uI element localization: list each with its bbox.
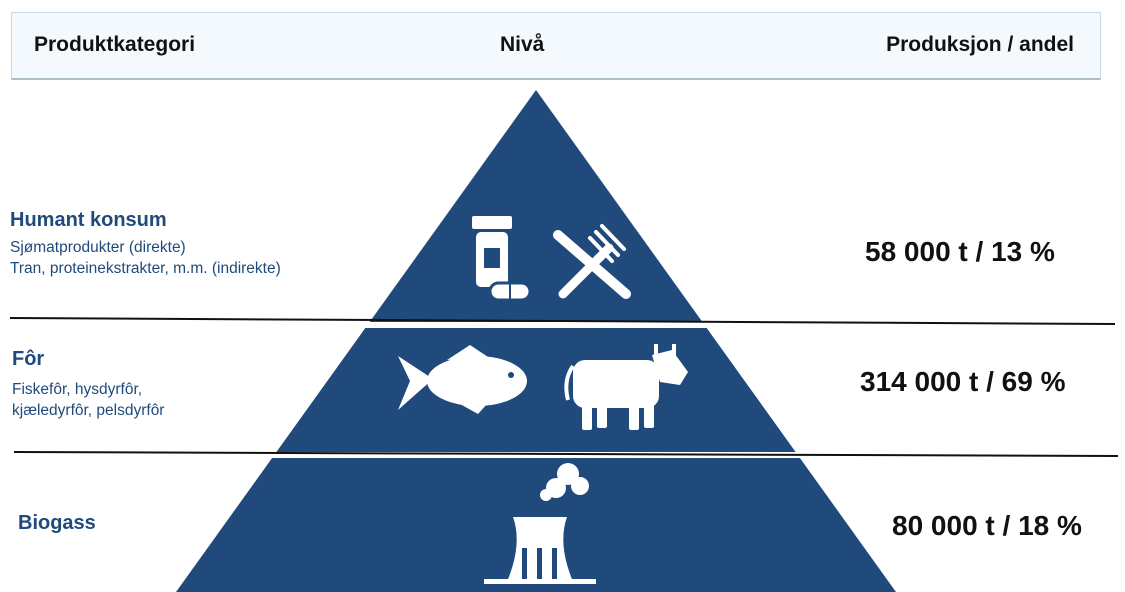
level-desc-feed: Fiskefôr, hysdyrfôr, kjæledyrfôr, pelsdy…: [12, 379, 164, 421]
fish-icon: [398, 345, 527, 414]
pyramid-gap-2: [180, 452, 880, 458]
table-header: Produktkategori Nivå Produksjon / andel: [11, 12, 1101, 80]
level-desc-line: Tran, proteinekstrakter, m.m. (indirekte…: [10, 260, 281, 277]
cow-icon: [564, 344, 688, 430]
pyramid-gap-1: [268, 322, 808, 328]
level-value-biogas: 80 000 t / 18 %: [892, 510, 1082, 541]
fork-knife-icon: [553, 224, 631, 299]
level-desc-line: Fiskefôr, hysdyrfôr,: [12, 381, 143, 398]
level-title-feed: Fôr: [12, 348, 45, 370]
supplement-jar-icon: [472, 216, 532, 302]
level-title-biogas: Biogass: [18, 512, 96, 534]
power-plant-icon: [484, 463, 596, 584]
header-production: Produksjon / andel: [886, 33, 1074, 56]
divider-line-1: [9, 317, 1116, 325]
pyramid-shape: [176, 90, 896, 592]
header-category: Produktkategori: [34, 33, 196, 56]
level-title-human: Humant konsum: [10, 209, 167, 231]
level-desc-human: Sjømatprodukter (direkte) Tran, proteine…: [10, 237, 281, 279]
level-desc-line: Sjømatprodukter (direkte): [10, 239, 186, 256]
level-value-human: 58 000 t / 13 %: [865, 236, 1055, 267]
level-desc-line: kjæledyrfôr, pelsdyrfôr: [12, 402, 165, 419]
header-level: Nivå: [500, 33, 545, 56]
divider-line-2: [13, 451, 1119, 457]
level-value-feed: 314 000 t / 69 %: [860, 366, 1066, 397]
